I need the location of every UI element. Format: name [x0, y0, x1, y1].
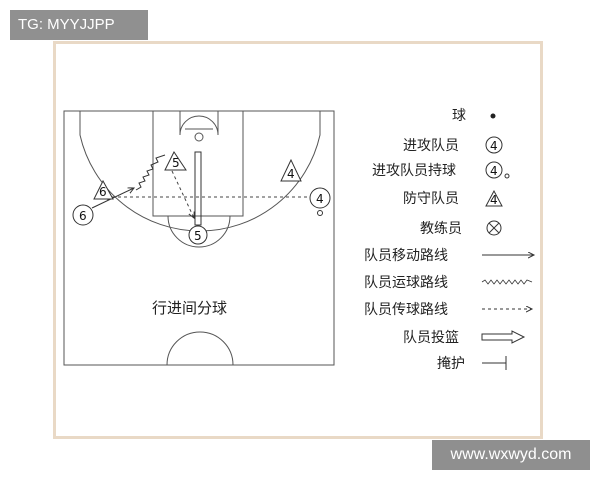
- pass-lines: [103, 170, 313, 218]
- legend-label-ball: 球: [452, 108, 466, 124]
- move-lines: [91, 151, 202, 226]
- legend-attacker-symbol: 4: [490, 139, 498, 153]
- legend-label-dribble: 队员运球路线: [364, 275, 448, 291]
- legend: 球 进攻队员 4 进攻队员持球 4 防守队员 4 教练员 队员移动路线 队员运球…: [364, 108, 534, 372]
- defender-5-number: 5: [172, 156, 180, 170]
- watermark-site-bottom: www.wxwyd.com: [432, 440, 590, 470]
- watermark-tag-top: TG: MYYJJPP: [10, 10, 148, 40]
- legend-label-pass: 队员传球路线: [364, 302, 448, 318]
- court-label: 行进间分球: [152, 299, 227, 317]
- key-lane: [152, 110, 244, 217]
- attacker-6-with-ball: 6: [72, 204, 94, 226]
- legend-coach-icon: [486, 220, 502, 236]
- defender-4: 4: [280, 158, 302, 182]
- legend-label-coach: 教练员: [420, 221, 462, 237]
- attacker-5-bottom: 5: [188, 225, 208, 245]
- legend-label-move: 队员移动路线: [364, 248, 448, 264]
- legend-small-ball-icon: [504, 173, 510, 179]
- legend-attacker-ball-symbol: 4: [490, 164, 498, 178]
- center-circle: [166, 331, 234, 366]
- legend-ball-icon: [490, 113, 496, 119]
- legend-coach-cross-b: [488, 222, 500, 234]
- restricted-arc: [179, 115, 219, 136]
- legend-shot-icon: [481, 330, 526, 344]
- free-throw-arc: [167, 215, 231, 248]
- attacker-4-with-ball: 4: [309, 187, 331, 216]
- legend-defender-icon: [485, 189, 503, 207]
- legend-label-shot: 队员投篮: [403, 330, 459, 346]
- legend-label-screen: 掩护: [437, 356, 465, 372]
- legend-label-attacker: 进攻队员: [403, 138, 459, 154]
- defender-6: 6: [93, 179, 114, 200]
- legend-label-attacker-ball: 进攻队员持球: [372, 163, 456, 179]
- defender-5: 5: [164, 151, 187, 171]
- legend-dribble-line: [481, 279, 533, 285]
- dribble-line: [135, 154, 166, 191]
- move-line-double: [194, 151, 202, 226]
- attacker-6-number: 6: [79, 209, 87, 223]
- defender-4-number: 4: [287, 167, 295, 181]
- hoop: [194, 132, 204, 142]
- legend-defender-symbol: 4: [490, 193, 498, 207]
- legend-attacker-ball-icon: [485, 161, 503, 179]
- diagram-frame: [53, 41, 543, 439]
- legend-label-defender: 防守队员: [403, 191, 459, 207]
- pass-line-diagonal: [171, 170, 194, 218]
- defender-6-number: 6: [99, 185, 107, 199]
- attacker-4-number: 4: [316, 192, 324, 206]
- legend-attacker-icon: [485, 136, 503, 154]
- attacker-5-bottom-number: 5: [194, 229, 202, 243]
